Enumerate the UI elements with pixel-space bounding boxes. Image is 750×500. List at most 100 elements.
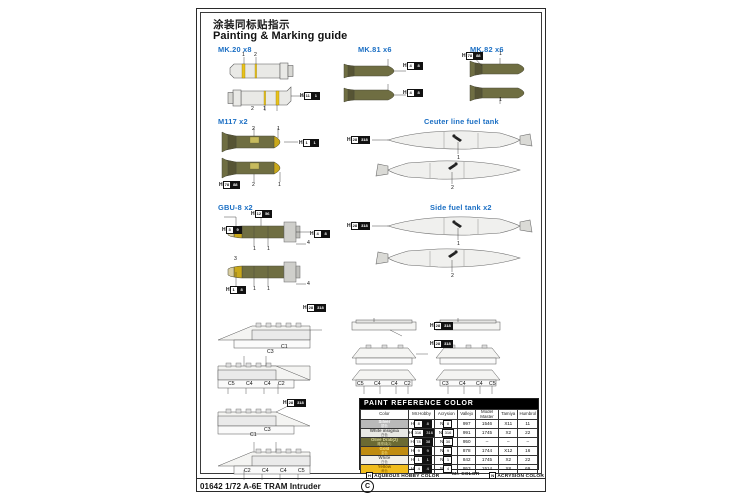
m117-part-num-1: 1 <box>277 126 280 132</box>
centerline-num-2: 2 <box>451 185 454 191</box>
mk20-part-num-2b: 2 <box>251 106 254 112</box>
mk20-part-num-1: 1 <box>242 52 245 58</box>
paint-code-modelmaster: 1745 <box>475 455 500 466</box>
section-heading-mk20: MK.20 x8 <box>218 45 252 54</box>
paint-code-vallejo: 991 <box>457 428 477 439</box>
rack-label-c2b: C2 <box>244 468 251 474</box>
gbu-num-4: 4 <box>307 240 310 246</box>
mk82-part-num-1: 1 <box>499 51 502 57</box>
col-vallejo: Vallejo <box>457 408 477 421</box>
rack-label-c1: C1 <box>281 344 288 350</box>
rack-r-label-c4: C4 <box>374 381 381 387</box>
paint-code-vallejo: 878 <box>457 446 477 457</box>
paint-color-name-cn: 白色 <box>381 432 388 437</box>
rack-r2-label-c4: C4 <box>459 381 466 387</box>
page-title-chinese: 涂装同标贴指示 <box>213 19 290 31</box>
page-mark: C <box>361 480 374 493</box>
paint-color-swatch: Olive Drab(2)橄榄绿(2) <box>360 437 409 448</box>
mk82-part-num-1b: 1 <box>499 97 502 103</box>
section-heading-mk82: MK.82 x6 <box>470 45 504 54</box>
paint-code-vallejo: 997 <box>457 419 477 430</box>
gbu8-bomb-drawing <box>224 214 310 286</box>
gbu-num-1: 1 <box>253 246 256 252</box>
gbu-num-4b: 4 <box>307 281 310 287</box>
mk20-bomb-drawing <box>227 57 306 111</box>
paint-code-tamiya: X2 <box>498 428 519 439</box>
rack-r2-label-c3: C3 <box>442 381 449 387</box>
gbu-num-1c: 1 <box>253 286 256 292</box>
legend-text-hobby: AQUEOUS HOBBY COLOR <box>374 473 440 479</box>
mk81-bomb-drawing <box>343 59 406 103</box>
kit-code-label: 01642 1/72 A-6E TRAM Intruder <box>200 482 321 491</box>
rack-label-c3b: C3 <box>264 427 271 433</box>
paint-code-tamiya: X8 <box>498 464 519 475</box>
paint-color-name-cn: 黄色 <box>381 468 388 473</box>
paint-table-title: PAINT REFERENCE COLOR <box>360 399 538 409</box>
legend-text-mrcolor: Mr. COLOR <box>452 472 480 477</box>
rack-label-c5: C5 <box>228 381 235 387</box>
paint-table-header-row: Color Mr.Hobby Acrysion Vallejo Model Ma… <box>360 408 538 421</box>
rack-label-c4: C4 <box>246 381 253 387</box>
paint-code-humbrol: – <box>517 437 538 448</box>
m117-part-num-1b: 1 <box>278 182 281 188</box>
paint-code-vallejo: 842 <box>457 455 477 466</box>
col-acrysion: Acrysion <box>434 408 459 421</box>
rack-r-label-c2: C2 <box>404 381 411 387</box>
gbu-num-1d: 1 <box>267 286 270 292</box>
paint-code-vallejo: 950 <box>457 437 477 448</box>
section-heading-sidetank: Side fuel tank x2 <box>430 203 492 212</box>
paint-color-name-cn: 白色 <box>381 459 388 464</box>
paint-code-humbrol: 22 <box>517 428 538 439</box>
paint-reference-table: PAINT REFERENCE COLOR Color Mr.Hobby Acr… <box>359 398 539 475</box>
legend-mark-n: N <box>489 472 497 479</box>
rack-label-c4c: C4 <box>262 468 269 474</box>
legend-mark-h: H <box>366 472 374 479</box>
mk20-part-num-1b: 1 <box>263 106 266 112</box>
col-humbrol: Humbrol <box>517 408 538 421</box>
paint-color-name: White <box>378 455 391 461</box>
gbu-num-3: 3 <box>234 256 237 262</box>
paint-code-modelmaster: 1745 <box>475 428 500 439</box>
paint-code-humbrol: 22 <box>517 455 538 466</box>
legend-text-acrysion: ACRYSION COLOR <box>497 473 544 479</box>
rack-left-lower-drawing <box>217 405 311 480</box>
col-color: Color <box>360 408 409 421</box>
rack-label-c3: C3 <box>267 349 274 355</box>
rack-right-drawing <box>351 318 501 394</box>
col-mrhobby: Mr.Hobby <box>407 408 436 421</box>
paint-color-name-cn: 金色 <box>381 450 388 455</box>
rack-label-c1b: C1 <box>250 432 257 438</box>
rack-label-c4d: C4 <box>280 468 287 474</box>
section-heading-m117: M117 x2 <box>218 117 248 126</box>
paint-table: Color Mr.Hobby Acrysion Vallejo Model Ma… <box>360 408 538 475</box>
col-tamiya: Tamiya <box>498 408 519 421</box>
mk82-bomb-drawing <box>469 54 525 104</box>
